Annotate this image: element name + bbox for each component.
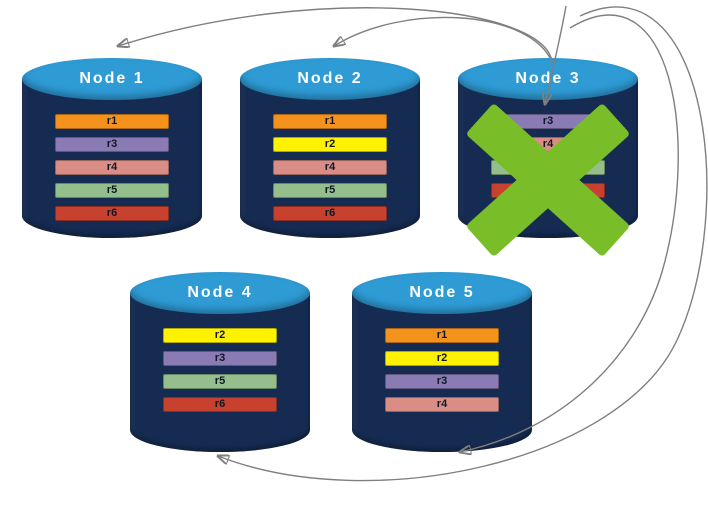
node-4-title: Node 4	[130, 272, 310, 314]
node-5: Node 5 r1 r2 r3 r4	[352, 272, 532, 452]
replica-bar-r5: r5	[273, 183, 387, 198]
replica-bar-r3: r3	[55, 137, 169, 152]
failure-x-icon	[467, 104, 629, 256]
replica-bar-r3: r3	[163, 351, 277, 366]
node-2: Node 2 r1 r2 r4 r5 r6	[240, 58, 420, 238]
replica-bar-r6: r6	[273, 206, 387, 221]
arrow-node3-to-node1	[118, 7, 553, 63]
replica-bar-r5: r5	[163, 374, 277, 389]
replica-bar-r2: r2	[273, 137, 387, 152]
node-5-title: Node 5	[352, 272, 532, 314]
node-2-title: Node 2	[240, 58, 420, 100]
replica-bar-r1: r1	[273, 114, 387, 129]
replica-bar-r3: r3	[385, 374, 499, 389]
replica-bar-r4: r4	[273, 160, 387, 175]
replica-bar-r6: r6	[163, 397, 277, 412]
replica-bar-r6: r6	[55, 206, 169, 221]
replica-bar-r1: r1	[55, 114, 169, 129]
node-1: Node 1 r1 r3 r4 r5 r6	[22, 58, 202, 238]
node-1-replica-list: r1 r3 r4 r5 r6	[22, 114, 202, 229]
node-4: Node 4 r2 r3 r5 r6	[130, 272, 310, 452]
replica-bar-r2: r2	[163, 328, 277, 343]
arrow-node3-to-node2	[334, 16, 553, 63]
replica-bar-r4: r4	[55, 160, 169, 175]
node-2-replica-list: r1 r2 r4 r5 r6	[240, 114, 420, 229]
node-1-title: Node 1	[22, 58, 202, 100]
replica-bar-r1: r1	[385, 328, 499, 343]
replica-bar-r2: r2	[385, 351, 499, 366]
node-5-replica-list: r1 r2 r3 r4	[352, 328, 532, 420]
replica-bar-r5: r5	[55, 183, 169, 198]
node-4-replica-list: r2 r3 r5 r6	[130, 328, 310, 420]
replica-bar-r4: r4	[385, 397, 499, 412]
